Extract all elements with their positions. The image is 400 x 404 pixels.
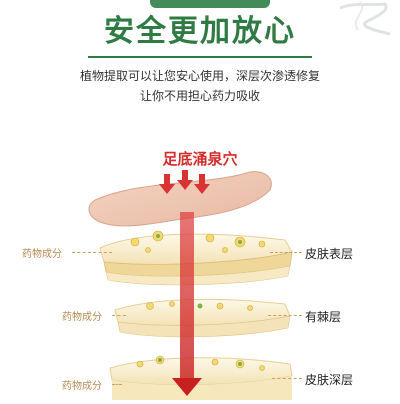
leader-line-1 xyxy=(72,252,112,253)
layer-leader-2 xyxy=(268,315,302,316)
brush-stroke-decoration xyxy=(339,1,391,36)
layer-label-deep: 皮肤深层 xyxy=(305,373,354,387)
subtitle-line-2: 让你不用担心药力吸收 xyxy=(139,89,260,103)
herb-leaf-icons xyxy=(156,234,242,366)
layer-leader-3 xyxy=(272,378,302,379)
ingredient-label-3: 药物成分 xyxy=(62,381,102,392)
beam-arrowhead xyxy=(172,378,202,396)
ingredient-label-2: 药物成分 xyxy=(62,312,102,323)
layer-leader-1 xyxy=(270,252,302,253)
penetration-beam xyxy=(180,212,194,382)
skin-layer-diagram: 药物成分 药物成分 药物成分 皮肤表层 有棘层 皮肤深层 xyxy=(0,160,400,400)
subtitle-line-1: 植物提取可以让您安心使用，深层次渗透修复 xyxy=(79,69,320,83)
top-banner-fragment xyxy=(150,0,270,8)
layer-label-surface: 皮肤表层 xyxy=(305,247,354,261)
ingredient-label-1: 药物成分 xyxy=(22,249,62,260)
acupoint-label: 足底涌泉穴 xyxy=(162,150,238,168)
down-arrow-icons xyxy=(159,170,210,194)
skin-layer-illustration xyxy=(88,170,293,400)
leader-line-3 xyxy=(112,384,122,385)
headline: 安全更加放心 xyxy=(104,14,296,49)
headline-divider xyxy=(88,56,312,58)
leader-line-2 xyxy=(112,315,126,316)
layer-label-spinous: 有棘层 xyxy=(305,310,342,324)
